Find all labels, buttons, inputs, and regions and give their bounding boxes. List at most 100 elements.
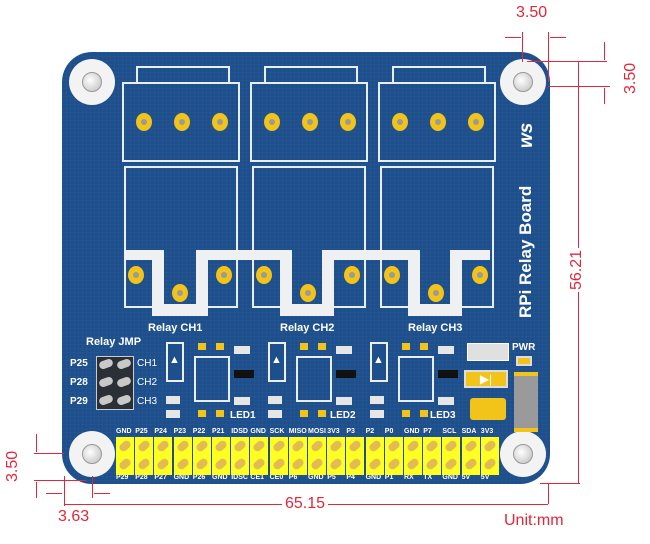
terminal-pad <box>430 113 446 131</box>
flyback-diode <box>268 342 286 382</box>
gpio-bottom-label: GND <box>173 474 190 481</box>
gpio-bottom-label: P4 <box>346 474 355 481</box>
gpio-bottom-label: TX <box>423 474 433 481</box>
smd-resistor <box>268 410 282 418</box>
diode-symbol: ▲ <box>271 354 282 366</box>
resistor-array <box>467 343 509 361</box>
gpio-bottom-label: GND <box>308 474 324 481</box>
led-indicator <box>438 397 454 405</box>
smd-pad <box>198 343 206 350</box>
gpio-top-label: SCL <box>442 428 457 435</box>
gpio-top-label: GND <box>250 428 266 435</box>
diode-symbol: ▲ <box>373 354 384 366</box>
gpio-bottom-label: IDSC <box>231 474 248 481</box>
gpio-top-label: 3V3 <box>327 428 340 435</box>
relay-coil-trace <box>392 66 486 84</box>
terminal-pad <box>468 113 484 131</box>
power-diode: ▶| <box>464 370 508 388</box>
terminal-pad <box>136 113 152 131</box>
smd-resistor <box>268 396 282 404</box>
relay-terminal-outline <box>378 82 496 162</box>
gpio-top-label: P24 <box>154 428 167 435</box>
gpio-top-label: P0 <box>384 428 394 435</box>
relay-pad <box>216 266 232 284</box>
transistor <box>438 370 458 378</box>
dim-width: 65.15 <box>282 495 329 513</box>
gpio-bottom-label: P5 <box>327 474 336 481</box>
smd-pad <box>420 410 428 417</box>
mounting-hole-bottom-right <box>500 431 546 477</box>
optocoupler <box>194 356 230 402</box>
optocoupler <box>296 356 332 402</box>
dim-top-hole-y: 3.50 <box>622 62 639 94</box>
gpio-bottom-label: P29 <box>116 474 129 481</box>
gpio-bottom-label: GND <box>212 474 228 481</box>
gpio-top-label: IDSD <box>231 428 248 435</box>
smd-pad <box>318 410 326 417</box>
gpio-bottom-label: 5V <box>461 474 471 481</box>
smd-pad <box>402 343 410 350</box>
terminal-pad <box>264 113 280 131</box>
jumper-right-label: CH3 <box>137 396 158 407</box>
smd-pad <box>402 410 410 417</box>
mounting-hole-bottom-left <box>69 431 115 477</box>
relay-pad <box>428 284 444 302</box>
gpio-top-label: MOSI <box>308 428 326 435</box>
smd-pad <box>198 410 206 417</box>
terminal-pad <box>212 113 228 131</box>
gpio-bottom-label: CE0 <box>269 474 284 481</box>
gpio-top-label: P2 <box>365 428 375 435</box>
smd-pad <box>420 343 428 350</box>
relay-pad <box>128 266 144 284</box>
relay-pad <box>472 266 488 284</box>
flyback-diode <box>166 342 184 382</box>
gpio-top-label: SDA <box>461 428 477 435</box>
dim-bottom-hole-x: 3.63 <box>58 508 90 525</box>
led2-label: LED2 <box>330 410 356 421</box>
smd-pad <box>318 343 326 350</box>
jumper-left-label: P28 <box>70 377 88 388</box>
smd-pad <box>216 410 224 417</box>
smd-resistor <box>234 346 250 354</box>
terminal-pad <box>392 113 408 131</box>
unit-label: Unit:mm <box>504 512 564 529</box>
gpio-top-label: GND <box>116 428 132 435</box>
relay-jmp-title: Relay JMP <box>86 336 142 348</box>
gpio-bottom-label: P27 <box>154 474 167 481</box>
transistor <box>336 370 356 378</box>
gpio-top-label: GND <box>404 428 420 435</box>
gpio-top-label: P25 <box>135 428 148 435</box>
gpio-bottom-label: RX <box>404 474 414 481</box>
gpio-bottom-label: P28 <box>135 474 148 481</box>
dim-top-hole-x: 3.50 <box>516 4 548 21</box>
gpio-bottom-label: P26 <box>192 474 206 481</box>
capacitor <box>470 398 506 420</box>
relay-pad <box>256 266 272 284</box>
smd-resistor <box>336 346 352 354</box>
relay-terminal-outline <box>250 82 368 162</box>
relay-pad <box>384 266 400 284</box>
relay-coil-trace <box>264 66 358 84</box>
relay-ch2-label: Relay CH2 <box>280 322 335 334</box>
isolation-slot <box>124 250 490 316</box>
power-led <box>516 356 532 366</box>
flyback-diode <box>370 342 388 382</box>
gpio-bottom-label: GND <box>442 474 458 481</box>
smd-resistor <box>166 396 180 404</box>
relay-ch3-label: Relay CH3 <box>408 322 463 334</box>
jumper-left-label: P25 <box>70 358 88 369</box>
terminal-pad <box>302 113 318 131</box>
smd-resistor <box>166 410 180 418</box>
led3-label: LED3 <box>430 410 456 421</box>
smd-pad <box>300 343 308 350</box>
gpio-bottom-label: GND <box>365 474 382 481</box>
led-indicator <box>336 397 352 405</box>
optocoupler <box>398 356 434 402</box>
smd-pad <box>300 410 308 417</box>
smd-resistor <box>438 346 454 354</box>
gpio-top-label: P23 <box>173 428 187 435</box>
terminal-pad <box>340 113 356 131</box>
gpio-top-label: SCK <box>269 428 285 435</box>
gpio-top-label: MISO <box>288 428 307 435</box>
smd-pad <box>216 343 224 350</box>
